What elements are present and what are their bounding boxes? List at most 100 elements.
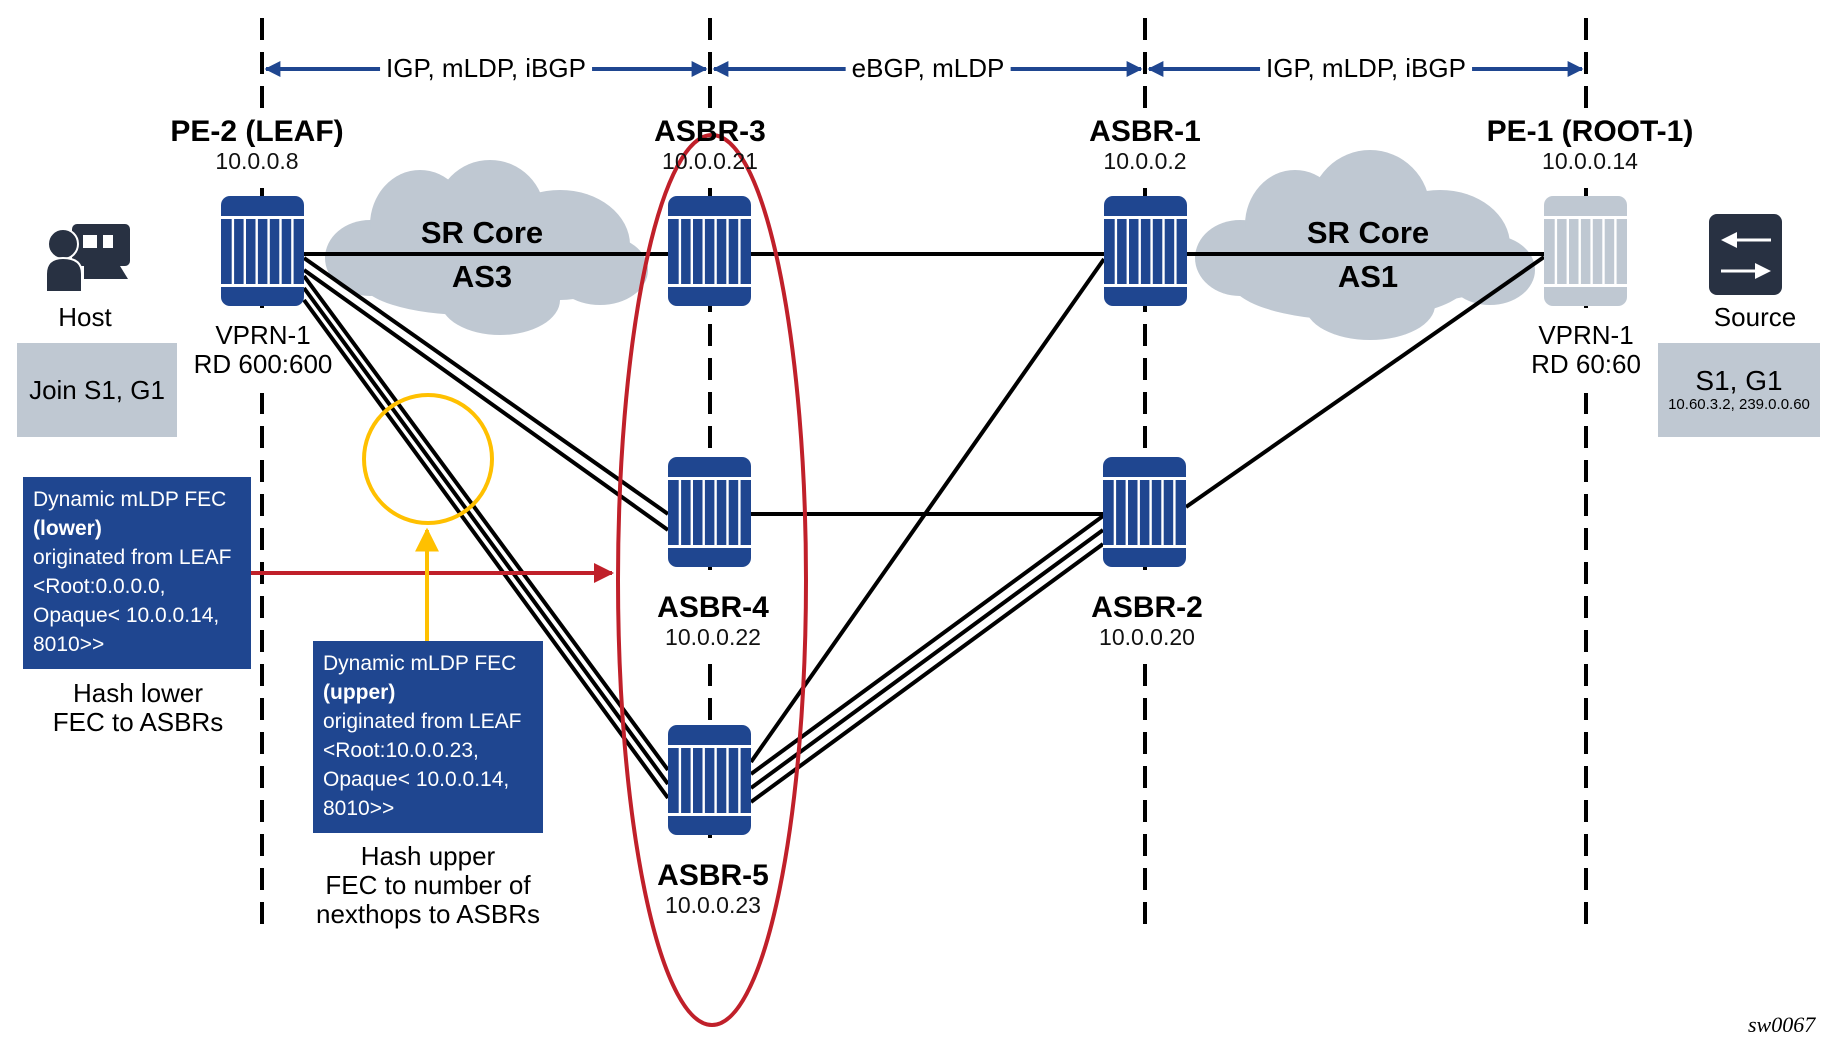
router-asbr4[interactable]: [668, 457, 751, 567]
router-slot-divider: [726, 748, 729, 813]
link-asbr5-asbr2-b: [749, 528, 1105, 790]
router-band: [1103, 477, 1186, 480]
router-slot-divider: [1602, 219, 1605, 284]
fec-upper-line1: Dynamic mLDP FEC: [323, 652, 517, 675]
fec-upper-caption: Hash upper FEC to number of nexthops to …: [316, 842, 540, 929]
node-name: ASBR-1: [1089, 115, 1201, 148]
hash-marker-circle: [362, 393, 494, 525]
router-band: [668, 216, 751, 219]
vprn-label-pe2: VPRN-1 RD 600:600: [194, 321, 333, 379]
router-pe2[interactable]: [221, 196, 304, 306]
router-asbr5[interactable]: [668, 725, 751, 835]
router-body: [668, 457, 751, 567]
router-slot-divider: [738, 219, 741, 284]
link-asbr5-asbr1: [749, 257, 1106, 764]
router-band: [1544, 284, 1627, 287]
router-body: [1104, 196, 1187, 306]
router-asbr3[interactable]: [668, 196, 751, 306]
node-label-asbr4: ASBR-4 10.0.0.22: [657, 592, 769, 651]
router-body: [221, 196, 304, 306]
router-slot-divider: [714, 748, 717, 813]
router-slot-divider: [714, 219, 717, 284]
router-slot-divider: [1126, 219, 1129, 284]
node-ip: 10.0.0.8: [215, 148, 299, 174]
router-band: [1104, 284, 1187, 287]
node-name: PE-2 (LEAF): [170, 115, 344, 148]
source-group-detail: 10.60.3.2, 239.0.0.60: [1668, 396, 1810, 413]
source-group-box: S1, G1 10.60.3.2, 239.0.0.60: [1658, 343, 1820, 437]
router-slot-divider: [726, 219, 729, 284]
cloud-title: SR Core: [1306, 215, 1430, 250]
router-slot-divider: [690, 219, 693, 284]
router-slot-divider: [1554, 219, 1558, 284]
node-label-asbr2: ASBR-2 10.0.0.20: [1091, 592, 1203, 651]
router-slot-divider: [1125, 480, 1128, 545]
router-slot-divider: [702, 219, 705, 284]
vprn-rd: RD 600:600: [193, 349, 333, 379]
router-pe1[interactable]: [1544, 196, 1627, 306]
node-ip: 10.0.0.2: [1103, 148, 1187, 174]
asbr-group-highlight-ellipse: [616, 133, 808, 1027]
fec-upper-line2: (upper): [323, 678, 543, 707]
vprn-name: VPRN-1: [215, 320, 311, 350]
router-slot-divider: [1578, 219, 1581, 284]
fec-lower-line5: Opaque< 10.0.0.14,: [33, 604, 220, 627]
fec-upper-kind: (upper): [323, 681, 396, 704]
router-slot-divider: [1114, 219, 1118, 284]
node-name: PE-1 (ROOT-1): [1486, 115, 1694, 148]
router-band: [221, 216, 304, 219]
router-band: [1104, 216, 1187, 219]
router-slot-divider: [267, 219, 270, 284]
router-slot-divider: [1149, 480, 1152, 545]
caption-line: FEC to number of: [325, 870, 531, 900]
node-ip: 10.0.0.23: [665, 892, 761, 918]
cloud-title: SR Core: [420, 215, 544, 250]
join-box: Join S1, G1: [17, 343, 177, 437]
router-slot-divider: [714, 480, 717, 545]
node-ip: 10.0.0.21: [662, 148, 758, 174]
cloud-as: AS3: [451, 259, 513, 294]
router-slot-divider: [291, 219, 294, 284]
node-label-pe1: PE-1 (ROOT-1) 10.0.0.14: [1486, 115, 1694, 175]
link-pe2-asbr4-a: [302, 256, 670, 516]
vprn-name: VPRN-1: [1538, 320, 1634, 350]
link-pe2-asbr5-c: [302, 298, 670, 800]
router-body: [1544, 196, 1627, 306]
join-text: Join S1, G1: [29, 374, 165, 405]
router-band: [221, 284, 304, 287]
router-band: [668, 745, 751, 748]
vprn-rd: RD 60:60: [1531, 349, 1641, 379]
source-label: Source: [1713, 302, 1797, 332]
router-band: [1544, 216, 1627, 219]
node-label-asbr5: ASBR-5 10.0.0.23: [657, 860, 769, 919]
link-pe2-asbr4-b: [302, 268, 670, 532]
links: [302, 252, 1546, 804]
router-slot-divider: [1137, 480, 1140, 545]
router-slot-divider: [1173, 480, 1176, 545]
router-slot-divider: [243, 219, 246, 284]
router-slot-divider: [738, 480, 741, 545]
cloud-as1: [1195, 150, 1535, 340]
node-ip: 10.0.0.14: [1542, 148, 1638, 174]
router-band: [668, 477, 751, 480]
router-asbr1[interactable]: [1104, 196, 1187, 306]
router-asbr2[interactable]: [1103, 457, 1186, 567]
node-label-asbr1: ASBR-1 10.0.0.2: [1089, 115, 1201, 175]
router-slot-divider: [726, 480, 729, 545]
node-ip: 10.0.0.22: [665, 624, 761, 650]
router-band: [668, 284, 751, 287]
router-slot-divider: [690, 748, 693, 813]
link-asbr5-asbr2-a: [749, 514, 1105, 776]
fec-lower-line6: 8010>>: [33, 633, 105, 656]
router-slot-divider: [1174, 219, 1177, 284]
node-label-asbr3: ASBR-3 10.0.0.21: [654, 116, 766, 175]
router-slot-divider: [1161, 480, 1164, 545]
router-body: [1103, 457, 1186, 567]
router-slot-divider: [1150, 219, 1153, 284]
host-user-terminal-icon: [45, 224, 130, 293]
router-slot-divider: [1138, 219, 1141, 284]
node-ip: 10.0.0.20: [1099, 624, 1195, 650]
link-asbr5-asbr2-c: [749, 542, 1105, 804]
router-slot-divider: [738, 748, 741, 813]
